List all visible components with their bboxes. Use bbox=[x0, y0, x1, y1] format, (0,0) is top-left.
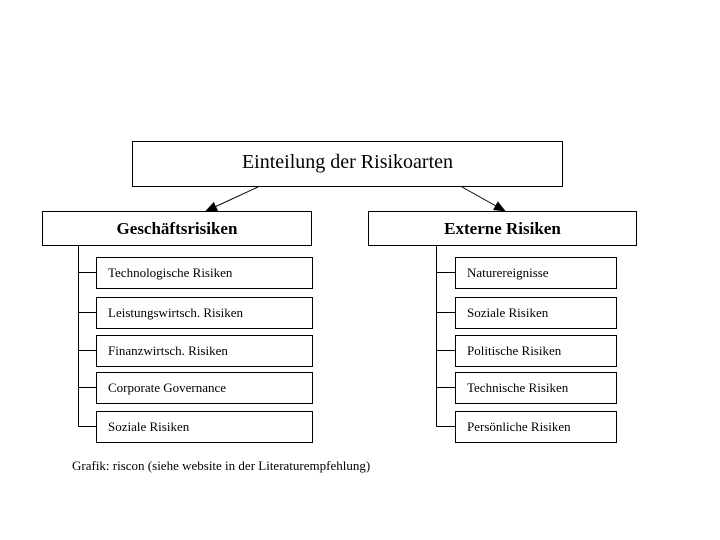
risk-item-label: Technologische Risiken bbox=[108, 265, 233, 280]
arrow-to-right-category bbox=[461, 186, 506, 212]
risk-item-box: Technologische Risiken bbox=[96, 257, 313, 289]
category-box-geschaeftsrisiken: Geschäftsrisiken bbox=[42, 211, 312, 246]
risk-item-box: Soziale Risiken bbox=[96, 411, 313, 443]
category-box-externe-risiken: Externe Risiken bbox=[368, 211, 637, 246]
risk-item-label: Corporate Governance bbox=[108, 380, 227, 395]
risk-item-box: Technische Risiken bbox=[455, 372, 617, 404]
risk-item-box: Corporate Governance bbox=[96, 372, 313, 404]
risk-item-label: Soziale Risiken bbox=[467, 305, 549, 320]
right-branch-connectors bbox=[436, 246, 455, 427]
risk-item-box: Politische Risiken bbox=[455, 335, 617, 367]
risk-item-label: Politische Risiken bbox=[467, 343, 562, 358]
risk-item-box: Soziale Risiken bbox=[455, 297, 617, 329]
diagram-title-box: Einteilung der Risikoarten bbox=[132, 141, 563, 187]
left-branch-connectors bbox=[78, 246, 96, 427]
risk-item-label: Naturereignisse bbox=[467, 265, 549, 280]
source-caption: Grafik: riscon (siehe website in der Lit… bbox=[72, 458, 371, 473]
risk-item-box: Persönliche Risiken bbox=[455, 411, 617, 443]
arrow-to-left-category bbox=[205, 186, 259, 212]
risk-item-label: Leistungswirtsch. Risiken bbox=[108, 305, 244, 320]
risk-item-label: Persönliche Risiken bbox=[467, 419, 571, 434]
category-label: Geschäftsrisiken bbox=[116, 218, 238, 238]
risk-item-label: Finanzwirtsch. Risiken bbox=[108, 343, 228, 358]
diagram-title: Einteilung der Risikoarten bbox=[241, 150, 454, 173]
risk-item-box: Leistungswirtsch. Risiken bbox=[96, 297, 313, 329]
risk-item-box: Finanzwirtsch. Risiken bbox=[96, 335, 313, 367]
category-label: Externe Risiken bbox=[444, 218, 561, 238]
risk-item-label: Soziale Risiken bbox=[108, 419, 190, 434]
risk-item-box: Naturereignisse bbox=[455, 257, 617, 289]
risk-item-label: Technische Risiken bbox=[467, 380, 569, 395]
